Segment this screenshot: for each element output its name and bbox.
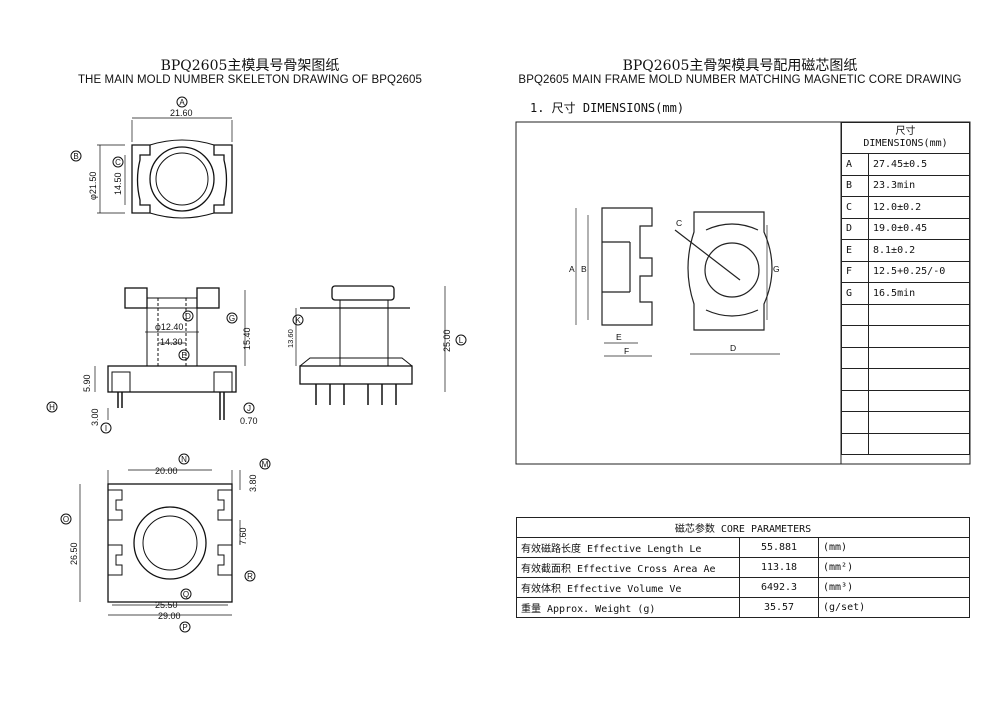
label-circle-q: Q — [180, 588, 192, 600]
label-circle-k: K — [292, 314, 304, 326]
label-circle-j: J — [243, 402, 255, 414]
letter-d: D — [730, 343, 736, 353]
svg-text:Q: Q — [183, 590, 189, 599]
core-param-row: 有效截面积 Effective Cross Area Ae 113.18 (mm… — [516, 557, 970, 578]
svg-text:C: C — [115, 158, 121, 167]
core-front-view — [674, 211, 773, 331]
label-circle-b: B — [70, 150, 82, 162]
svg-text:J: J — [247, 404, 251, 413]
label-circle-a: A — [176, 96, 188, 108]
core-drawing-frame — [515, 121, 971, 465]
dim-c-value: 14.50 — [113, 172, 123, 195]
dim-row — [841, 389, 970, 412]
dim-o-value: 26.50 — [69, 542, 79, 565]
dimensions-section-label: 1. 尺寸 DIMENSIONS(mm) — [530, 101, 685, 115]
dim-p-value: 29.00 — [158, 611, 181, 621]
svg-text:P: P — [182, 623, 187, 632]
letter-b: B — [581, 264, 587, 274]
dim-i-value: 3.00 — [90, 408, 100, 426]
right-title-en: BPQ2605 MAIN FRAME MOLD NUMBER MATCHING … — [518, 74, 962, 86]
bobbin-bottom-view — [79, 469, 241, 616]
label-circle-n: N — [178, 453, 190, 465]
svg-text:L: L — [459, 336, 464, 345]
left-title-en: THE MAIN MOLD NUMBER SKELETON DRAWING OF… — [77, 74, 423, 86]
svg-text:G: G — [229, 314, 235, 323]
label-circle-r: R — [244, 570, 256, 582]
left-title-cn: BPQ2605主模具号骨架图纸 — [160, 58, 340, 74]
dim-b-value: φ21.50 — [88, 172, 98, 200]
label-circle-d: D — [182, 310, 194, 322]
svg-text:R: R — [247, 572, 253, 581]
svg-text:A: A — [179, 98, 185, 107]
label-circle-c: C — [112, 156, 124, 168]
dim-d-value: φ12.40 — [155, 322, 183, 332]
dim-row — [841, 346, 970, 369]
dim-table-header-cn: 尺寸 — [895, 126, 916, 137]
bobbin-front-view — [295, 285, 446, 405]
svg-text:H: H — [49, 403, 55, 412]
label-circle-h: H — [46, 401, 58, 413]
core-side-view — [601, 207, 653, 326]
dim-table-header-en: DIMENSIONS(mm) — [863, 138, 948, 149]
letter-g: G — [773, 264, 780, 274]
dim-g-value: 15.40 — [242, 327, 252, 350]
letter-a: A — [569, 264, 575, 274]
label-circle-o: O — [60, 513, 72, 525]
label-circle-m: M — [259, 458, 271, 470]
svg-text:M: M — [262, 460, 269, 469]
svg-text:E: E — [181, 351, 186, 360]
right-title-cn: BPQ2605主骨架模具号配用磁芯图纸 — [622, 58, 858, 74]
dim-r-value: 7.60 — [238, 527, 248, 545]
svg-text:B: B — [73, 152, 78, 161]
dim-a-value: 21.60 — [170, 108, 193, 118]
bobbin-side-view — [94, 287, 246, 420]
dim-row — [841, 432, 970, 455]
letter-f: F — [624, 346, 629, 356]
dim-e-value: 14.30 — [160, 337, 183, 347]
svg-text:O: O — [63, 515, 69, 524]
core-param-row: 重量 Approx. Weight (g) 35.57 (g/set) — [516, 597, 970, 618]
dim-q-value: 25.50 — [155, 600, 178, 610]
label-circle-l: L — [455, 334, 467, 346]
letter-c: C — [676, 218, 682, 228]
label-circle-g: G — [226, 312, 238, 324]
core-param-row: 有效磁路长度 Effective Length Le 55.881 (mm) — [516, 537, 970, 558]
core-param-row: 有效体积 Effective Volume Ve 6492.3 (mm³) — [516, 577, 970, 598]
dim-row — [841, 303, 970, 326]
letter-e: E — [616, 332, 622, 342]
core-parameters-table: 磁芯参数 CORE PARAMETERS 有效磁路长度 Effective Le… — [516, 517, 970, 618]
svg-text:I: I — [105, 424, 107, 433]
dim-row — [841, 411, 970, 434]
svg-text:K: K — [295, 316, 301, 325]
label-circle-p: P — [179, 621, 191, 633]
dim-j-value: 0.70 — [240, 416, 258, 426]
label-circle-e: E — [178, 349, 190, 361]
core-params-header: 磁芯参数 CORE PARAMETERS — [516, 517, 970, 538]
dim-row — [841, 325, 970, 348]
dim-n-value: 20.00 — [155, 466, 178, 476]
dim-l-value: 25.00 — [442, 329, 452, 352]
label-circle-i: I — [100, 422, 112, 434]
svg-text:N: N — [181, 455, 187, 464]
dim-row — [841, 368, 970, 391]
dim-h-value: 5.90 — [82, 374, 92, 392]
dim-m-value: 3.80 — [248, 474, 258, 492]
bobbin-top-view — [97, 117, 233, 219]
dim-k-value: 13.60 — [286, 329, 295, 348]
svg-text:D: D — [185, 312, 191, 321]
